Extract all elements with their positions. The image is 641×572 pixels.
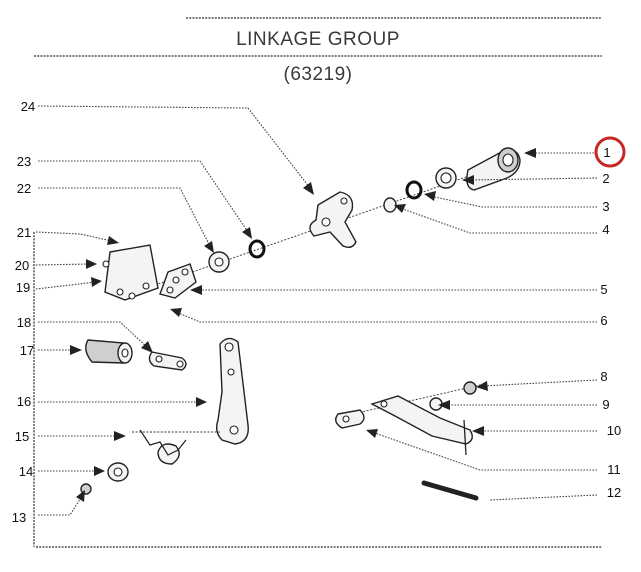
callout-9: 9 — [602, 397, 609, 412]
callout-22: 22 — [17, 181, 31, 196]
callout-20: 20 — [15, 258, 29, 273]
callout-17: 17 — [20, 343, 34, 358]
callout-13: 13 — [12, 510, 26, 525]
leader-3 — [424, 191, 597, 208]
callout-15: 15 — [15, 429, 29, 444]
leader-15 — [38, 431, 126, 441]
callout-3: 3 — [602, 199, 609, 214]
leader-17 — [38, 345, 82, 355]
callout-14: 14 — [19, 464, 33, 479]
lower-right-axis — [334, 384, 481, 419]
leader-24 — [37, 105, 314, 195]
part-9-washer — [429, 397, 443, 411]
diagram-subtitle: (63219) — [284, 64, 353, 85]
part-23-o-ring — [248, 239, 266, 259]
callout-labels: 1 2 3 4 5 6 8 9 10 11 12 13 14 15 16 17 … — [12, 99, 621, 525]
leader-4 — [394, 204, 597, 234]
part-11-link — [335, 409, 365, 429]
part-2-washer — [435, 167, 457, 189]
leader-19 — [35, 277, 102, 290]
callout-1: 1 — [603, 145, 610, 160]
diagram-title: LINKAGE GROUP — [236, 29, 400, 50]
part-18-link — [148, 351, 187, 371]
part-17-roller — [85, 339, 133, 364]
part-1-bushing — [466, 147, 521, 191]
leader-14 — [38, 466, 105, 476]
leader-22 — [38, 187, 214, 253]
callout-23: 23 — [17, 154, 31, 169]
leader-1 — [524, 148, 597, 158]
part-16-arm — [215, 337, 249, 445]
part-14-washer — [107, 462, 129, 482]
leader-23 — [38, 160, 252, 239]
part-10-bracket-arm — [370, 395, 473, 456]
leader-13 — [38, 490, 85, 516]
callout-5: 5 — [600, 282, 607, 297]
part-21-bracket — [102, 244, 159, 301]
callout-19: 19 — [16, 280, 30, 295]
leader-21 — [35, 231, 119, 245]
callout-11: 11 — [607, 462, 621, 477]
leader-2 — [462, 175, 598, 185]
leader-16 — [38, 397, 207, 407]
callout-8: 8 — [600, 369, 607, 384]
callout-18: 18 — [17, 315, 31, 330]
highlight-circle-callout-1 — [594, 136, 626, 168]
callout-16: 16 — [17, 394, 31, 409]
part-22-washer — [208, 251, 230, 273]
part-8-nut — [463, 381, 477, 395]
part-12-rod — [421, 480, 479, 501]
leader-5 — [190, 285, 597, 295]
part-24-lever — [309, 191, 357, 249]
part-5-linkage-plate — [159, 263, 197, 299]
leader-9 — [438, 400, 597, 410]
callout-10: 10 — [607, 423, 621, 438]
callout-2: 2 — [602, 171, 609, 186]
callout-24: 24 — [21, 99, 35, 114]
leader-20 — [35, 259, 97, 269]
leader-6 — [170, 308, 597, 323]
callout-4: 4 — [602, 222, 609, 237]
leader-8 — [476, 379, 598, 391]
leader-12 — [489, 494, 598, 501]
leader-18 — [38, 321, 153, 353]
callout-12: 12 — [607, 485, 621, 500]
leader-10 — [472, 426, 597, 436]
part-15-spring — [132, 429, 220, 465]
callout-21: 21 — [17, 225, 31, 240]
callout-6: 6 — [600, 313, 607, 328]
part-3-o-ring — [405, 180, 423, 200]
leader-11 — [366, 429, 597, 471]
